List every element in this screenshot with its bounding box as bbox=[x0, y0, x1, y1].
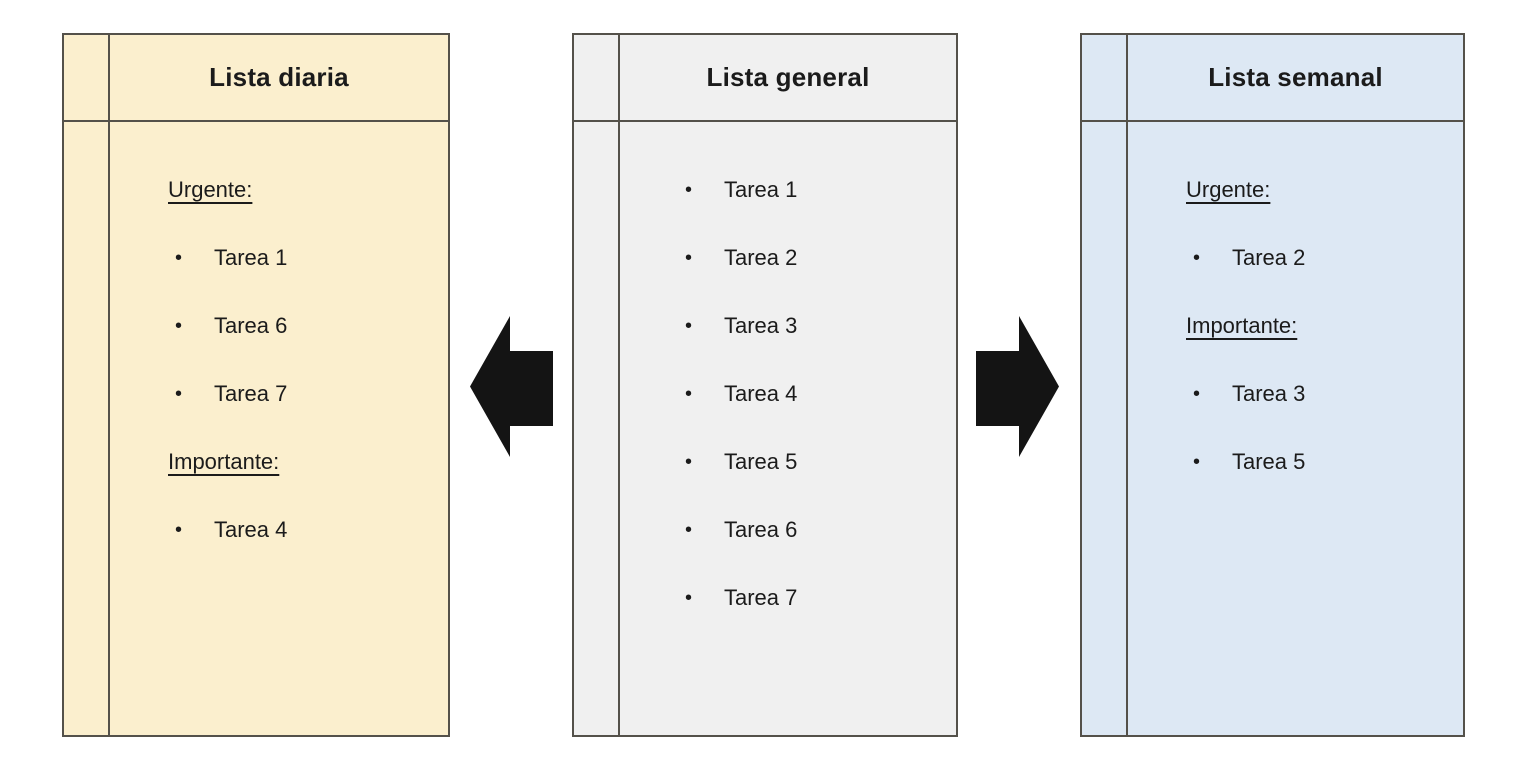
heading-text: Urgente: bbox=[1186, 177, 1271, 202]
panel-header: Lista diaria bbox=[110, 35, 448, 122]
bullet-icon: • bbox=[175, 519, 183, 541]
panel-title: Lista semanal bbox=[1208, 62, 1383, 92]
panel-title: Lista diaria bbox=[209, 62, 349, 92]
task-item: • Tarea 5 bbox=[620, 428, 956, 496]
section-heading: Importante: bbox=[110, 428, 448, 496]
heading-text: Importante: bbox=[1186, 313, 1298, 338]
bullet-icon: • bbox=[1193, 247, 1201, 269]
task-text: Tarea 4 bbox=[214, 517, 288, 542]
task-item: • Tarea 5 bbox=[1128, 428, 1463, 496]
task-list: • Tarea 1 • Tarea 2 • Tarea 3 • Tarea 4 • Tarea 5… bbox=[620, 156, 956, 632]
task-item: • Tarea 3 bbox=[620, 292, 956, 360]
section-heading: Urgente: bbox=[1128, 156, 1463, 224]
bullet-icon: • bbox=[175, 383, 183, 405]
section-heading: Urgente: bbox=[110, 156, 448, 224]
panel-title: Lista general bbox=[706, 62, 870, 92]
task-item: • Tarea 6 bbox=[110, 292, 448, 360]
task-text: Tarea 2 bbox=[724, 245, 798, 270]
task-text: Tarea 7 bbox=[724, 585, 798, 610]
task-text: Tarea 2 bbox=[1232, 245, 1306, 270]
section-heading: Importante: bbox=[1128, 292, 1463, 360]
task-item: • Tarea 2 bbox=[620, 224, 956, 292]
task-list: Urgente: • Tarea 2 Importante: • Tarea 3 • Tare… bbox=[1128, 156, 1463, 496]
task-text: Tarea 3 bbox=[1232, 381, 1306, 406]
panel-body: • Tarea 1 • Tarea 2 • Tarea 3 • Tarea 4 • Tarea 5… bbox=[620, 122, 956, 735]
task-item: • Tarea 1 bbox=[110, 224, 448, 292]
panel-lista-semanal: Lista semanal Urgente: • Tarea 2 Importante… bbox=[1080, 33, 1465, 737]
bullet-icon: • bbox=[685, 451, 693, 473]
task-item: • Tarea 3 bbox=[1128, 360, 1463, 428]
task-text: Tarea 4 bbox=[724, 381, 798, 406]
bullet-icon: • bbox=[685, 247, 693, 269]
task-item: • Tarea 4 bbox=[110, 496, 448, 564]
panel-body: Urgente: • Tarea 1 • Tarea 6 • Tarea 7 Importan… bbox=[110, 122, 448, 735]
gutter-header-cell bbox=[574, 35, 620, 122]
task-item: • Tarea 7 bbox=[110, 360, 448, 428]
panel-header: Lista general bbox=[620, 35, 956, 122]
panel-lista-diaria: Lista diaria Urgente: • Tarea 1 • Tarea 6 • Ta… bbox=[62, 33, 450, 737]
task-text: Tarea 1 bbox=[214, 245, 288, 270]
task-text: Tarea 5 bbox=[724, 449, 798, 474]
heading-text: Urgente: bbox=[168, 177, 253, 202]
bullet-icon: • bbox=[685, 587, 693, 609]
task-item: • Tarea 4 bbox=[620, 360, 956, 428]
task-text: Tarea 7 bbox=[214, 381, 288, 406]
gutter-header-cell bbox=[64, 35, 110, 122]
panel-header: Lista semanal bbox=[1128, 35, 1463, 122]
task-list: Urgente: • Tarea 1 • Tarea 6 • Tarea 7 Importan… bbox=[110, 156, 448, 564]
task-text: Tarea 3 bbox=[724, 313, 798, 338]
gutter-header-cell bbox=[1082, 35, 1128, 122]
heading-text: Importante: bbox=[168, 449, 280, 474]
task-item: • Tarea 7 bbox=[620, 564, 956, 632]
gutter-body-cell bbox=[574, 122, 620, 735]
task-text: Tarea 6 bbox=[724, 517, 798, 542]
right-block-arrow-icon bbox=[976, 316, 1059, 457]
bullet-icon: • bbox=[1193, 451, 1201, 473]
task-item: • Tarea 6 bbox=[620, 496, 956, 564]
task-text: Tarea 6 bbox=[214, 313, 288, 338]
bullet-icon: • bbox=[685, 179, 693, 201]
left-block-arrow-icon bbox=[470, 316, 553, 457]
bullet-icon: • bbox=[175, 247, 183, 269]
task-text: Tarea 5 bbox=[1232, 449, 1306, 474]
bullet-icon: • bbox=[685, 383, 693, 405]
panel-body: Urgente: • Tarea 2 Importante: • Tarea 3 • Tare… bbox=[1128, 122, 1463, 735]
bullet-icon: • bbox=[685, 519, 693, 541]
bullet-icon: • bbox=[1193, 383, 1201, 405]
task-item: • Tarea 1 bbox=[620, 156, 956, 224]
panel-lista-general: Lista general • Tarea 1 • Tarea 2 • Tarea 3 • T… bbox=[572, 33, 958, 737]
gutter-body-cell bbox=[1082, 122, 1128, 735]
task-text: Tarea 1 bbox=[724, 177, 798, 202]
bullet-icon: • bbox=[175, 315, 183, 337]
bullet-icon: • bbox=[685, 315, 693, 337]
gutter-body-cell bbox=[64, 122, 110, 735]
task-item: • Tarea 2 bbox=[1128, 224, 1463, 292]
